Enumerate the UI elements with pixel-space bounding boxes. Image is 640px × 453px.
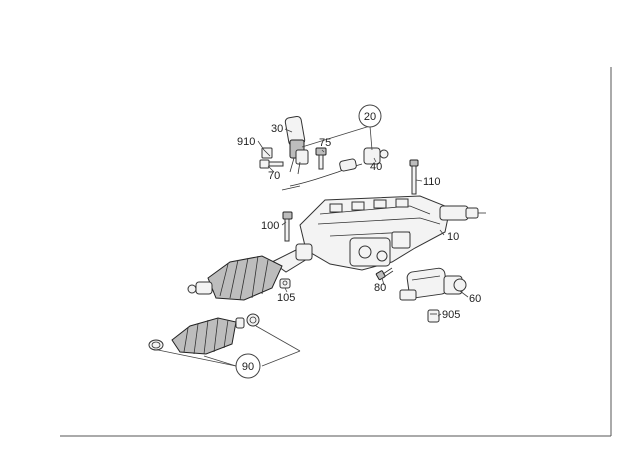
part-110-long-bolt[interactable] <box>409 159 419 195</box>
callout-75: 75 <box>319 137 331 149</box>
part-60-electric-motor[interactable] <box>399 267 467 301</box>
part-10-steering-gear[interactable] <box>271 195 486 273</box>
callout-910: 910 <box>237 136 255 148</box>
callout-100: 100 <box>261 220 279 232</box>
leader-lines <box>157 125 469 367</box>
callout-905: 905 <box>442 309 460 321</box>
callout-110: 110 <box>423 176 441 188</box>
part-75-bolt[interactable] <box>315 147 327 170</box>
part-30-motor[interactable] <box>284 115 309 175</box>
part-905-cover[interactable] <box>427 309 440 323</box>
callout-30: 30 <box>271 123 283 135</box>
callout-60: 60 <box>469 293 481 305</box>
part-105-clamp[interactable] <box>279 278 291 289</box>
part-910-clip[interactable] <box>261 147 273 159</box>
callout-80: 80 <box>374 282 386 294</box>
part-100-bolt[interactable] <box>282 211 293 242</box>
callout-90: 90 <box>242 361 254 373</box>
part-40-sensor-cable[interactable] <box>281 147 389 191</box>
callout-90-circle <box>235 353 261 379</box>
callout-105: 105 <box>277 292 295 304</box>
part-90-bellow-kit[interactable] <box>148 313 260 355</box>
part-bellow-upper[interactable] <box>187 255 283 301</box>
part-70-screw[interactable] <box>259 159 284 169</box>
part-80-screw[interactable] <box>375 267 394 281</box>
callout-20-circle <box>358 104 382 128</box>
callout-10: 10 <box>447 231 459 243</box>
callout-20: 20 <box>364 111 376 123</box>
callout-40: 40 <box>370 161 382 173</box>
callout-70: 70 <box>268 170 280 182</box>
